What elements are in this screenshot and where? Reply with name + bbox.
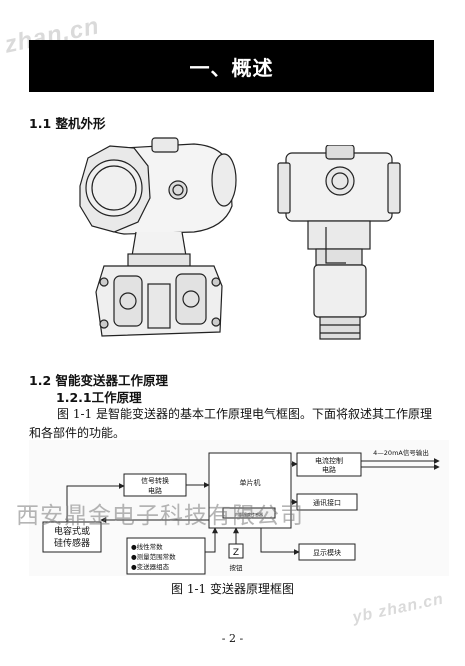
chapter-banner: 一、概述	[29, 40, 434, 92]
chapter-title: 一、概述	[189, 55, 274, 80]
button-label: 按钮	[230, 563, 244, 572]
transmitter-photo-left	[79, 137, 237, 337]
section-heading-1-2-1: 1.2.1工作原理	[56, 390, 142, 405]
output-label: 4—20mA信号输出	[373, 448, 429, 457]
display-label: 显示模块	[313, 548, 341, 557]
transmitter-photo-right	[277, 145, 401, 340]
section-heading-1-1: 1.1 整机外形	[29, 116, 106, 131]
param-line-1: ●线性常数	[131, 542, 163, 551]
memory-chip-label: 内部温度传感器	[235, 511, 263, 517]
sensor-block	[42, 521, 102, 553]
block-diagram: 电容式或 硅传感器 信号转换 电路 单片机 内部温度传感器 电流控制 电路 4—…	[29, 440, 449, 576]
intro-paragraph: 图 1-1 是智能变送器的基本工作原理电气框图。下面将叙述其工作原理和各部件的功…	[29, 407, 432, 440]
watermark-company: 西安鼎金电子科技有限公司	[16, 503, 304, 529]
button-symbol: Z	[233, 548, 239, 558]
param-line-3: ●变送器组态	[131, 562, 170, 571]
signal-conv-label-1: 信号转换	[141, 476, 169, 485]
comm-label: 通讯接口	[313, 498, 341, 507]
memory-chip-block	[222, 507, 276, 519]
sensor-label-1: 电容式或	[54, 525, 90, 537]
figure-caption: 图 1-1 变送器原理框图	[171, 582, 294, 596]
params-block	[126, 537, 206, 575]
param-line-2: ●测量范围常数	[131, 552, 176, 561]
current-ctrl-label-2: 电路	[322, 465, 336, 474]
sensor-label-2: 硅传感器	[54, 537, 90, 549]
current-ctrl-label-1: 电流控制	[315, 456, 343, 465]
section-heading-1-2: 1.2 智能变送器工作原理	[29, 373, 168, 388]
mcu-label: 单片机	[240, 478, 261, 487]
signal-conv-label-2: 电路	[148, 486, 162, 495]
page-number: - 2 -	[221, 632, 244, 645]
